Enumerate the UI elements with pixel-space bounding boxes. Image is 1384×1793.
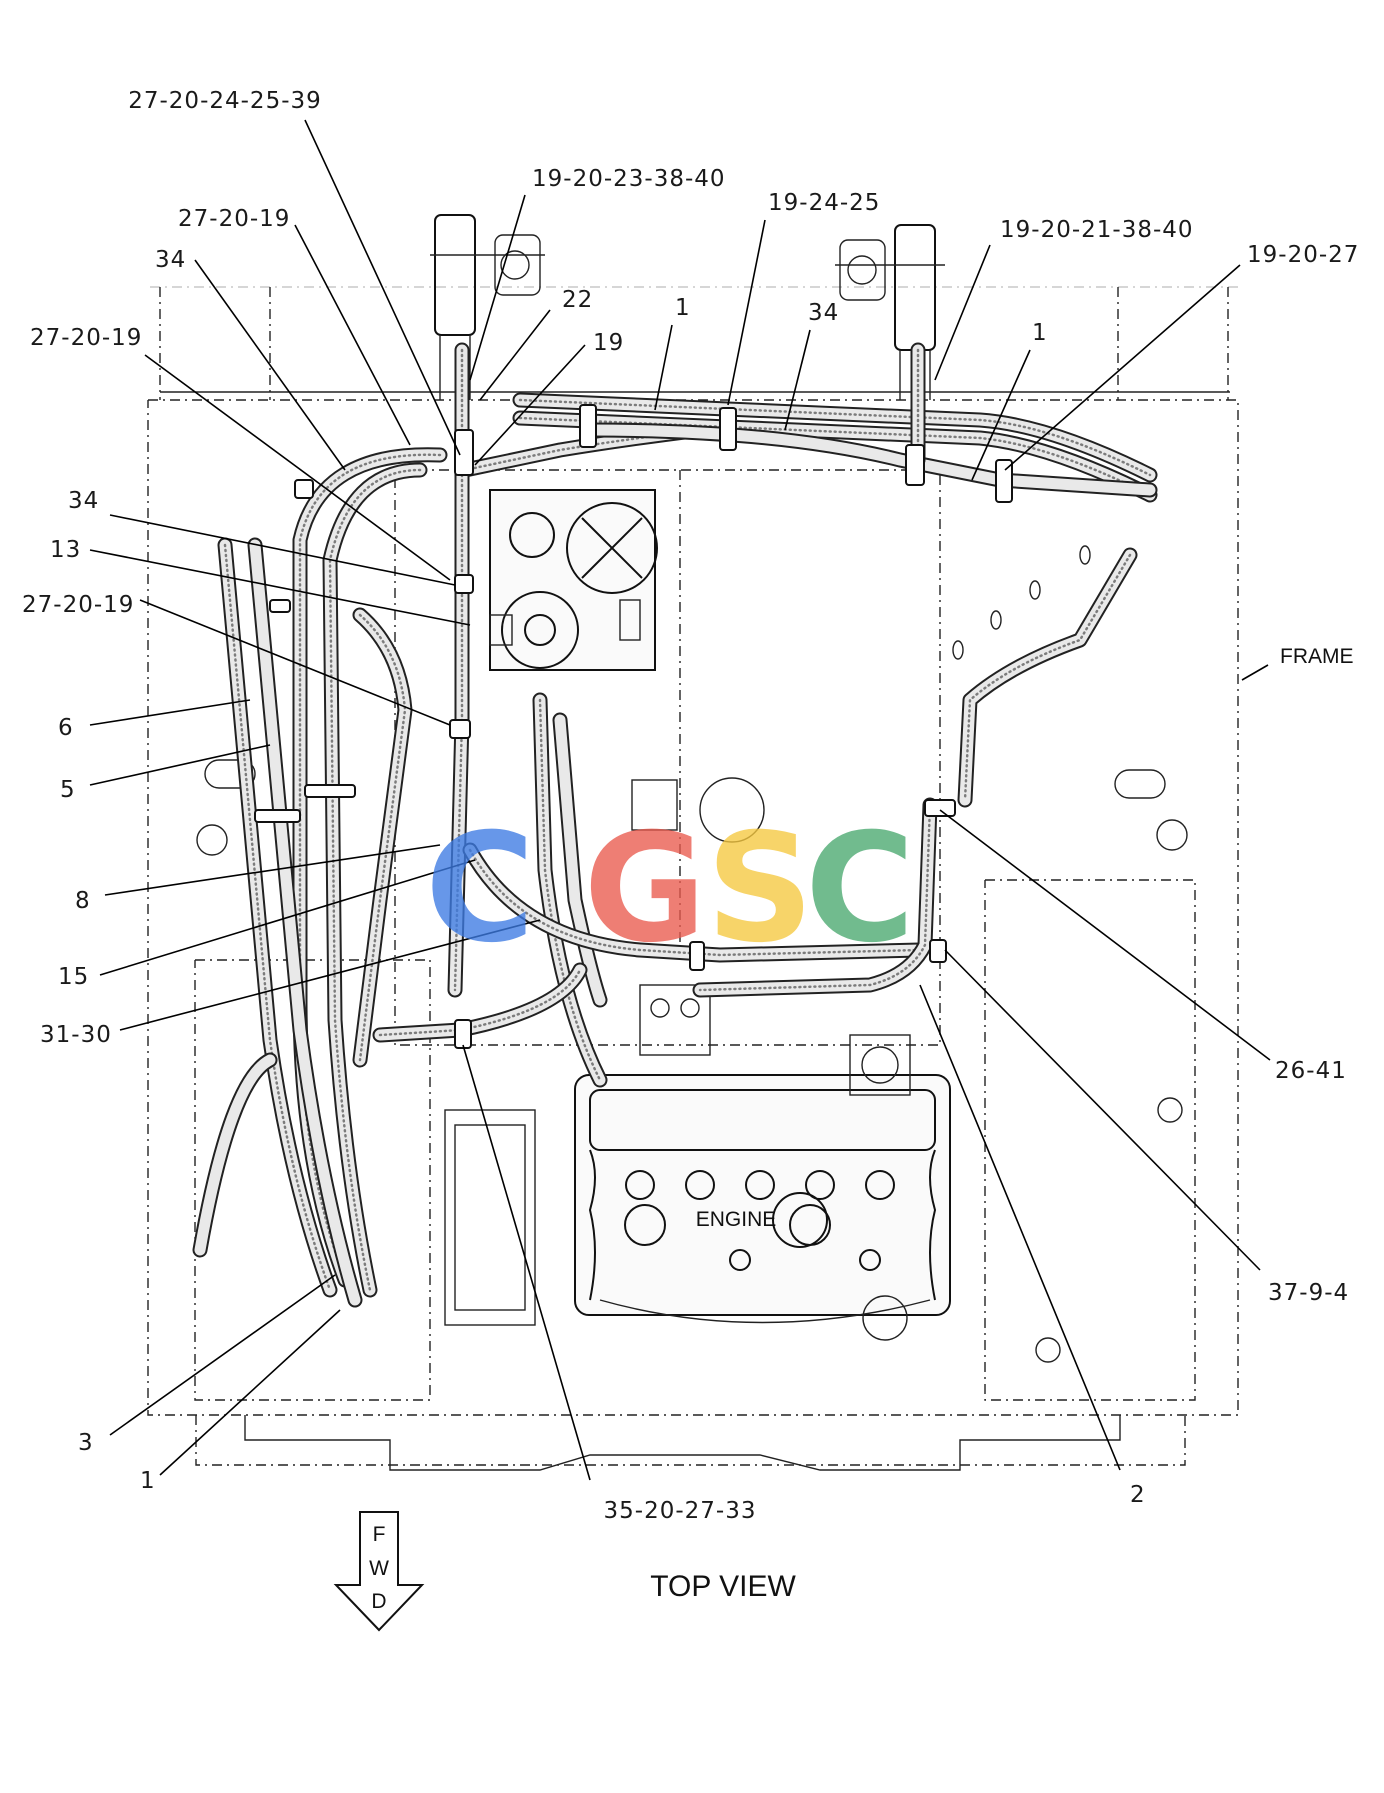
callout-37-9-4: 37-9-4 xyxy=(1268,1280,1349,1306)
callout-31-30: 31-30 xyxy=(40,1022,112,1048)
callout-8: 8 xyxy=(75,888,91,914)
hose-clamps xyxy=(254,404,1013,1049)
callout-6: 6 xyxy=(58,715,74,741)
frame-label: FRAME xyxy=(1280,645,1354,668)
callout-3: 3 xyxy=(78,1430,94,1456)
right-lift-bracket xyxy=(835,224,945,400)
engine-label: ENGINE xyxy=(696,1208,777,1231)
callout-19-20-23-38-40: 19-20-23-38-40 xyxy=(532,166,726,192)
watermark-letter-2: G xyxy=(583,802,706,976)
view-title: TOP VIEW xyxy=(650,1570,796,1603)
callout-27-20-24-25-39: 27-20-24-25-39 xyxy=(128,88,322,114)
callout-34-left: 34 xyxy=(68,488,99,514)
engine-assembly: ENGINE xyxy=(444,984,951,1341)
callout-34-top-left: 34 xyxy=(155,247,186,273)
watermark-letter-1: C xyxy=(425,802,535,976)
control-valve-block xyxy=(489,489,678,831)
callout-2: 2 xyxy=(1130,1482,1146,1508)
callout-27-20-19-top: 27-20-19 xyxy=(178,206,290,232)
callout-13: 13 xyxy=(50,537,81,563)
callout-19: 19 xyxy=(593,330,624,356)
watermark-letter-4: C xyxy=(805,802,915,976)
callout-1-top: 1 xyxy=(675,295,691,321)
callout-labels: 27-20-24-25-39 19-20-23-38-40 19-24-25 2… xyxy=(22,88,1359,1524)
callout-35-20-27-33: 35-20-27-33 xyxy=(604,1498,757,1524)
leader-lines xyxy=(89,119,1271,1481)
forward-letter-w: W xyxy=(369,1557,389,1580)
callout-22: 22 xyxy=(562,287,593,313)
callout-1-right: 1 xyxy=(1032,320,1048,346)
forward-direction-arrow: F W D xyxy=(333,1511,425,1632)
hose-routing xyxy=(192,342,1158,1308)
forward-letter-d: D xyxy=(371,1590,386,1613)
callout-5: 5 xyxy=(60,777,76,803)
callout-19-20-27: 19-20-27 xyxy=(1247,242,1359,268)
watermark-letter-3: S xyxy=(706,802,814,976)
callout-34-top: 34 xyxy=(808,300,839,326)
machine-frame xyxy=(147,286,1239,1471)
forward-letter-f: F xyxy=(373,1523,386,1546)
callout-15: 15 xyxy=(58,964,89,990)
callout-19-20-21-38-40: 19-20-21-38-40 xyxy=(1000,217,1194,243)
callout-27-20-19-left: 27-20-19 xyxy=(30,325,142,351)
callout-27-20-19-mid: 27-20-19 xyxy=(22,592,134,618)
callout-1-bottom: 1 xyxy=(140,1468,156,1494)
callout-19-24-25: 19-24-25 xyxy=(768,190,880,216)
callout-26-41: 26-41 xyxy=(1275,1058,1347,1084)
left-lift-bracket xyxy=(430,214,545,400)
watermark-logo: C G S C xyxy=(425,802,915,976)
